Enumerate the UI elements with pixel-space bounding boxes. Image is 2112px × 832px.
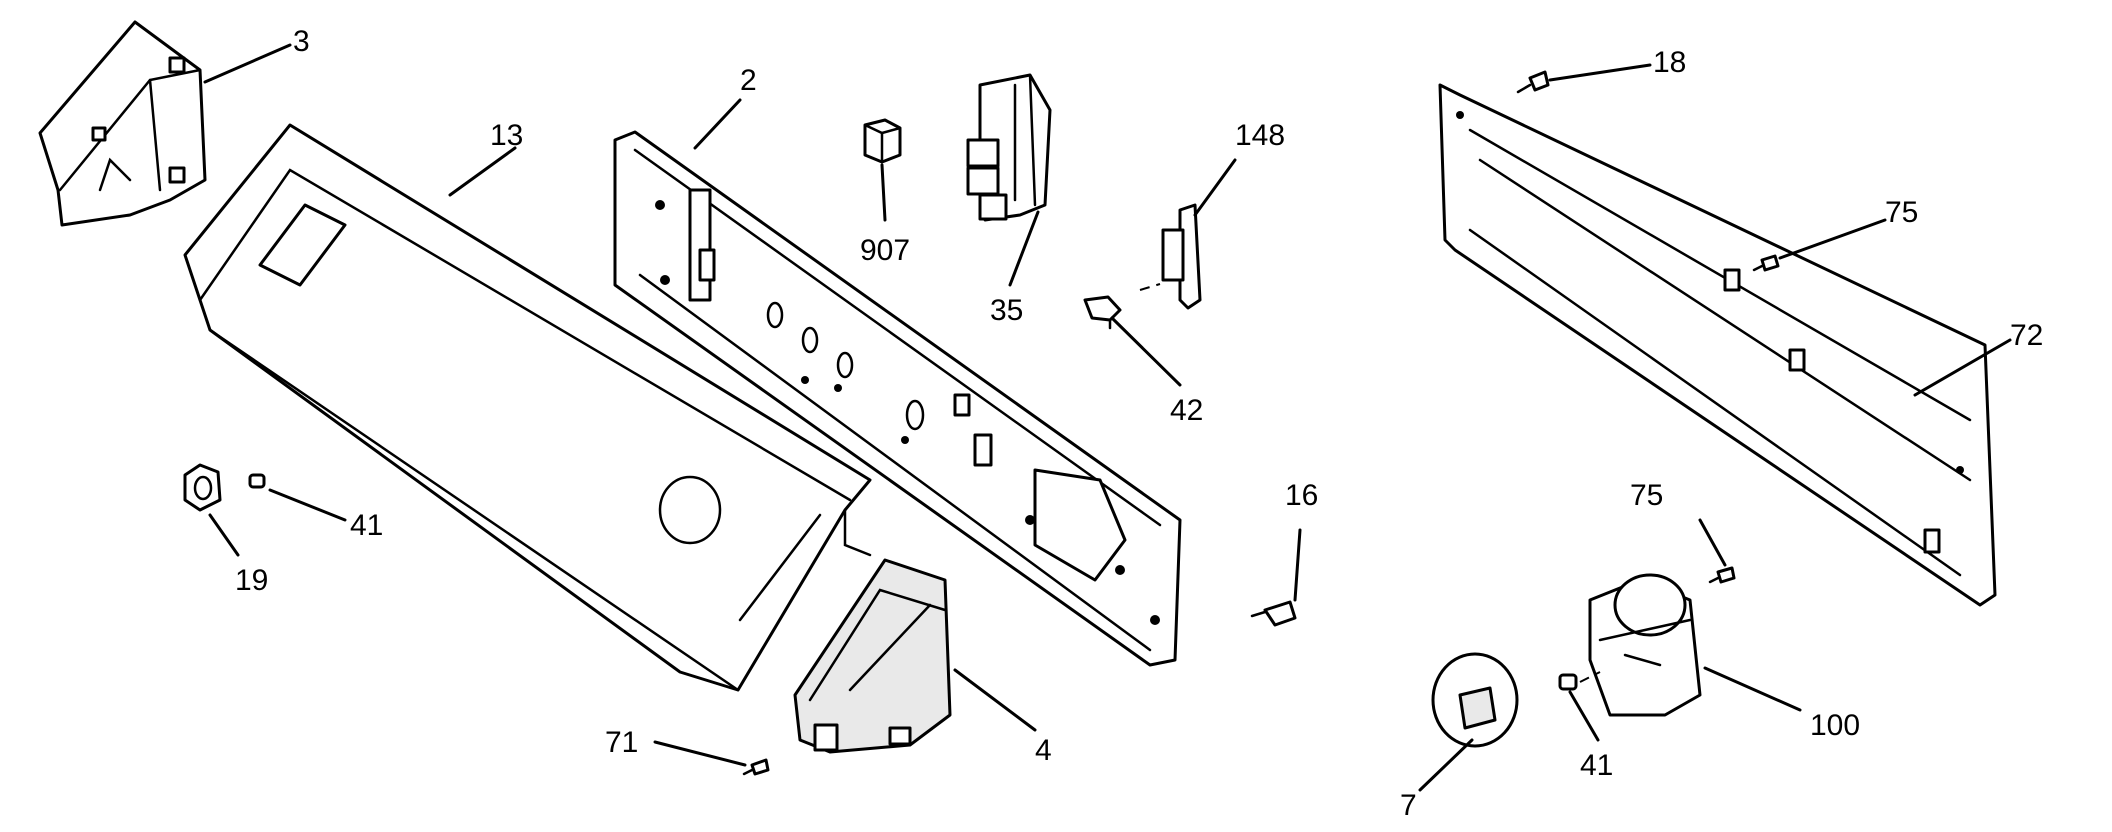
leader-148 [1193,158,1237,217]
leader-41a [268,488,347,522]
left-end-cap [38,20,207,227]
leader-75a [1778,218,1887,260]
leader-41b [1568,690,1600,742]
callout-18: 18 [1653,46,1686,79]
timer-knob [1431,652,1519,748]
leader-4 [953,668,1037,732]
right-end-cap [793,558,952,754]
callout-labels: 3 13 2 907 35 148 42 18 75 72 75 16 41 1… [235,25,2043,822]
leader-13 [448,146,517,197]
leader-3 [203,43,292,84]
leader-42 [1110,316,1182,387]
harness-clip [1083,295,1122,330]
callout-75-lower: 75 [1630,479,1663,512]
callout-75-upper: 75 [1885,196,1918,229]
leader-18 [1548,63,1652,82]
leader-71 [653,740,747,767]
selector-switch-assembly [966,73,1052,222]
leader-19 [208,513,240,557]
screw-75-lower [1708,566,1736,584]
leader-2 [693,98,742,150]
rear-guard-panel [1438,83,1997,607]
leader-35 [1008,210,1040,287]
leader-7 [1418,738,1474,792]
callout-100: 100 [1810,709,1860,742]
callout-13: 13 [490,119,523,152]
callout-3: 3 [293,25,310,58]
screw-75-upper [1752,254,1780,272]
knob-19 [183,463,222,512]
callout-148: 148 [1235,119,1285,152]
latch [1250,600,1297,627]
callout-4: 4 [1035,734,1052,767]
leader-907 [880,163,887,222]
timer [1588,573,1702,717]
screw-18 [1516,70,1550,94]
callout-71: 71 [605,726,638,759]
front-console-panel [183,123,872,692]
leader-lines [203,43,2012,792]
callout-42: 42 [1170,394,1203,427]
callout-907: 907 [860,234,910,267]
spring-41-right [1558,671,1601,691]
callout-7: 7 [1400,789,1417,822]
screw-71 [742,758,770,776]
rotary-switch [1139,203,1202,310]
leader-100 [1703,666,1802,712]
leader-72 [1913,338,2012,397]
spring-41-left [248,473,266,489]
leader-75b [1698,518,1727,567]
callout-72: 72 [2010,319,2043,352]
callout-19: 19 [235,564,268,597]
callout-35: 35 [990,294,1023,327]
callout-41-right: 41 [1580,749,1613,782]
callout-16: 16 [1285,479,1318,512]
switch [863,118,902,164]
callout-41-left: 41 [350,509,383,542]
leader-16 [1293,528,1302,602]
control-panel-backer [613,130,1182,667]
callout-2: 2 [740,64,757,97]
